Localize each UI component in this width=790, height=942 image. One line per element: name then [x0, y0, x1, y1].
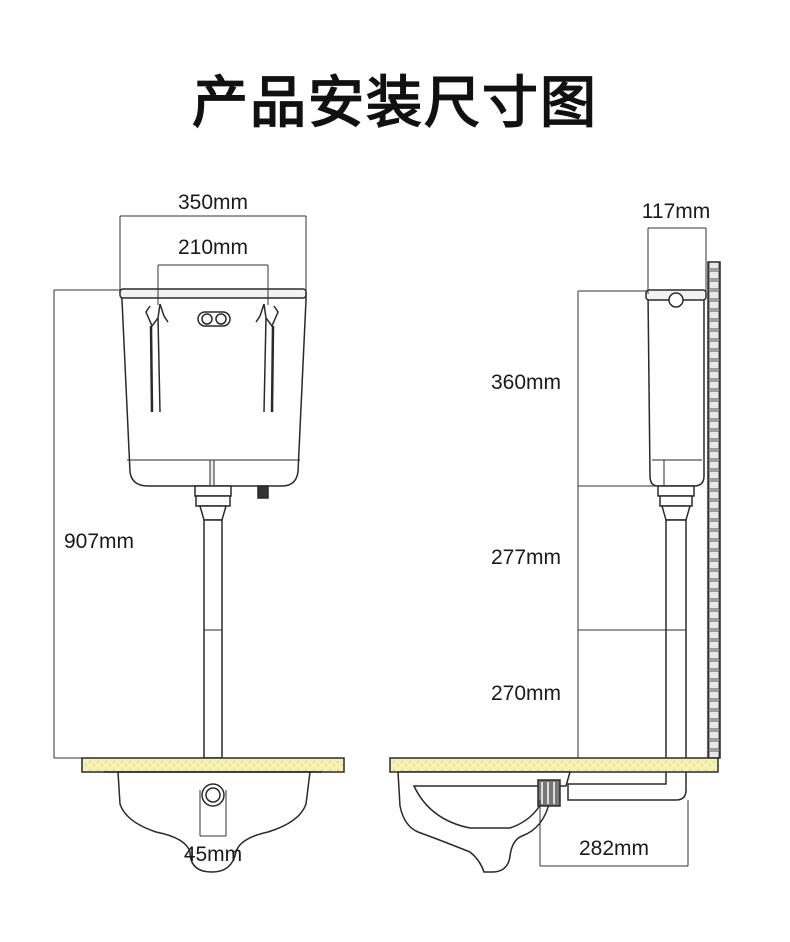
dim-total-height: 907mm: [64, 530, 134, 553]
side-wall: [707, 261, 721, 759]
right-bracket: [255, 303, 279, 413]
side-bowl: [397, 771, 571, 873]
front-dimension-lines: [53, 215, 307, 837]
page-title: 产品安装尺寸图: [192, 71, 598, 136]
left-bracket: [145, 303, 169, 413]
side-tank: [645, 289, 707, 487]
dim-outlet-offset: 282mm: [579, 837, 649, 860]
side-pipe: [567, 485, 695, 801]
side-flush-button-icon: [668, 292, 684, 308]
dim-tank-depth: 117mm: [642, 200, 710, 223]
front-view: [53, 215, 345, 873]
dim-tank-width: 350mm: [178, 191, 248, 214]
front-floor: [81, 757, 345, 773]
dim-pipe-diameter: 45mm: [184, 843, 242, 866]
front-tank: [119, 288, 307, 489]
side-dimension-lines: [539, 227, 707, 867]
flush-button-icon: [197, 311, 231, 327]
dim-upper-pipe: 277mm: [491, 546, 561, 569]
dim-lower-pipe: 270mm: [491, 682, 561, 705]
front-bowl: [104, 771, 322, 873]
dim-bracket-spacing: 210mm: [178, 236, 248, 259]
side-view: [389, 227, 721, 873]
dim-tank-height: 360mm: [491, 371, 561, 394]
front-pipe: [194, 485, 269, 759]
side-floor: [389, 757, 719, 773]
